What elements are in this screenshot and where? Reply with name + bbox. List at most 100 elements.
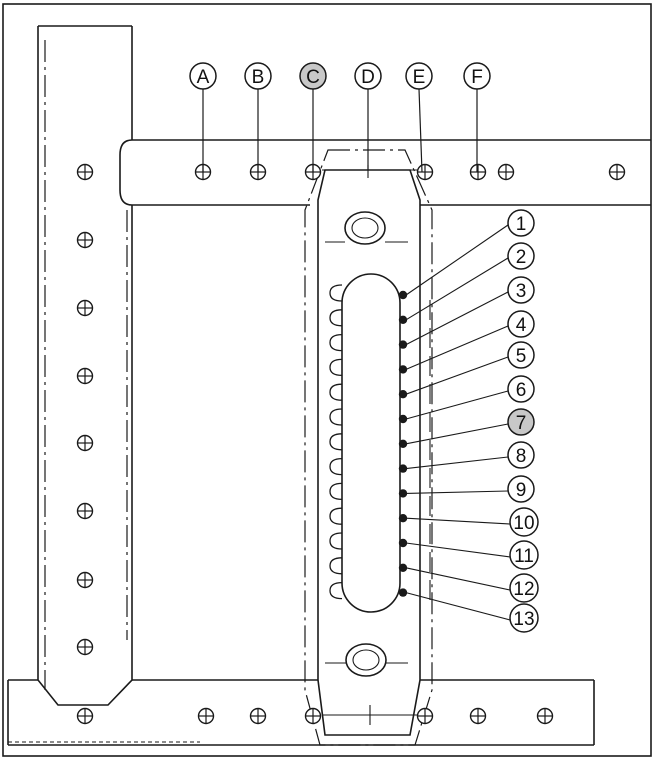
- side-leader-line: [405, 291, 509, 346]
- callout-label: D: [361, 67, 375, 88]
- callout-label: 8: [516, 446, 527, 467]
- callout-label: 3: [516, 281, 527, 302]
- top-callout: A: [189, 62, 217, 90]
- callout-circle: [507, 341, 535, 369]
- screw-symbol: [304, 707, 322, 725]
- callout-circle: [509, 573, 539, 603]
- screw-symbol: [469, 707, 487, 725]
- bottom-horizontal-rail: [7, 679, 595, 746]
- side-callout: 6: [507, 375, 535, 403]
- slot-scallop: [329, 557, 343, 575]
- side-leader-line: [405, 490, 509, 494]
- slot-pin: [398, 563, 408, 572]
- slot-scallop: [329, 457, 343, 476]
- side-leader-line: [405, 325, 509, 370]
- callout-circle: [507, 375, 535, 403]
- callout-label: F: [471, 67, 483, 88]
- slot-scallop: [329, 433, 343, 451]
- top-callout: B: [244, 62, 272, 90]
- slot-scallop: [329, 482, 343, 501]
- slot-scallop: [329, 408, 343, 426]
- side-callout: 2: [507, 242, 535, 270]
- slot-scallop: [329, 284, 343, 302]
- side-callout: 10: [509, 507, 539, 537]
- side-callout: 4: [507, 310, 535, 338]
- slot-scallop: [329, 581, 343, 600]
- screw-symbol: [76, 502, 94, 520]
- screw-symbol: [536, 707, 554, 725]
- slot-pin: [398, 290, 408, 300]
- callout-label: C: [306, 67, 320, 88]
- slot-scallop: [329, 358, 343, 377]
- top-callout: D: [354, 62, 382, 90]
- screw-symbol: [416, 707, 434, 725]
- side-leader-line: [405, 390, 509, 420]
- callout-label: A: [197, 67, 210, 88]
- lower-mount-hole: [345, 643, 387, 677]
- callout-circle: [354, 62, 382, 90]
- slot-pin: [398, 315, 408, 324]
- side-callout: 3: [507, 276, 535, 304]
- slot-pin: [398, 439, 408, 448]
- callout-circle: [507, 276, 535, 304]
- side-leader-line: [405, 257, 509, 321]
- side-leaders: [405, 224, 511, 621]
- callout-label: 13: [513, 609, 534, 630]
- callout-label: 5: [516, 346, 527, 367]
- side-leader-line: [405, 542, 511, 558]
- slot-scallop: [329, 333, 343, 352]
- side-leader-line: [405, 517, 511, 525]
- slot-pin: [398, 588, 408, 597]
- side-leader-line: [405, 356, 509, 395]
- screw-symbol: [76, 299, 94, 317]
- screw-symbol: [76, 707, 94, 725]
- callout-circle: [507, 242, 535, 270]
- side-callout: 8: [507, 441, 535, 469]
- top-leader-line: [418, 88, 423, 173]
- screw-symbol: [76, 367, 94, 385]
- callout-circle: [405, 62, 433, 90]
- top-callouts: A B C D E F: [189, 62, 491, 90]
- callout-label: 12: [513, 579, 534, 600]
- slot-scallop: [329, 309, 343, 327]
- callout-label: 9: [516, 480, 527, 501]
- slot-pin: [398, 538, 408, 548]
- callout-label: 10: [513, 513, 534, 534]
- screw-symbol: [76, 638, 94, 656]
- slot-pin: [398, 489, 408, 498]
- side-callout: 11: [509, 540, 539, 570]
- callout-circle: [507, 310, 535, 338]
- slot-pin: [398, 464, 408, 473]
- slot-pin: [398, 340, 408, 349]
- slot-mounting-pins: [398, 290, 408, 597]
- callout-label: E: [413, 67, 426, 88]
- callout-circle: [507, 475, 535, 503]
- callout-label: 7: [516, 413, 527, 434]
- screw-symbol: [416, 163, 434, 181]
- screw-symbol: [76, 231, 94, 249]
- callout-circle: [299, 62, 327, 90]
- top-leaders: [202, 88, 478, 173]
- top-callout: E: [405, 62, 433, 90]
- callout-circle: [509, 540, 539, 570]
- callout-circle: [189, 62, 217, 90]
- screw-symbol: [608, 163, 626, 181]
- side-callout: 9: [507, 475, 535, 503]
- side-leader-line: [405, 567, 511, 591]
- slot-pin: [398, 365, 408, 374]
- left-vertical-rail: [37, 25, 133, 706]
- side-leader-line: [405, 592, 511, 621]
- callout-label: 6: [516, 380, 527, 401]
- side-callout: 7: [507, 408, 535, 436]
- callout-circle: [463, 62, 491, 90]
- callout-circle: [507, 209, 535, 237]
- screw-symbol: [76, 163, 94, 181]
- screw-symbol: [76, 434, 94, 452]
- screw-symbol: [497, 163, 515, 181]
- side-leader-line: [405, 456, 509, 470]
- callout-circle: [244, 62, 272, 90]
- slot-pin: [398, 390, 408, 399]
- callout-label: 1: [516, 214, 527, 235]
- slot-pin: [398, 514, 408, 523]
